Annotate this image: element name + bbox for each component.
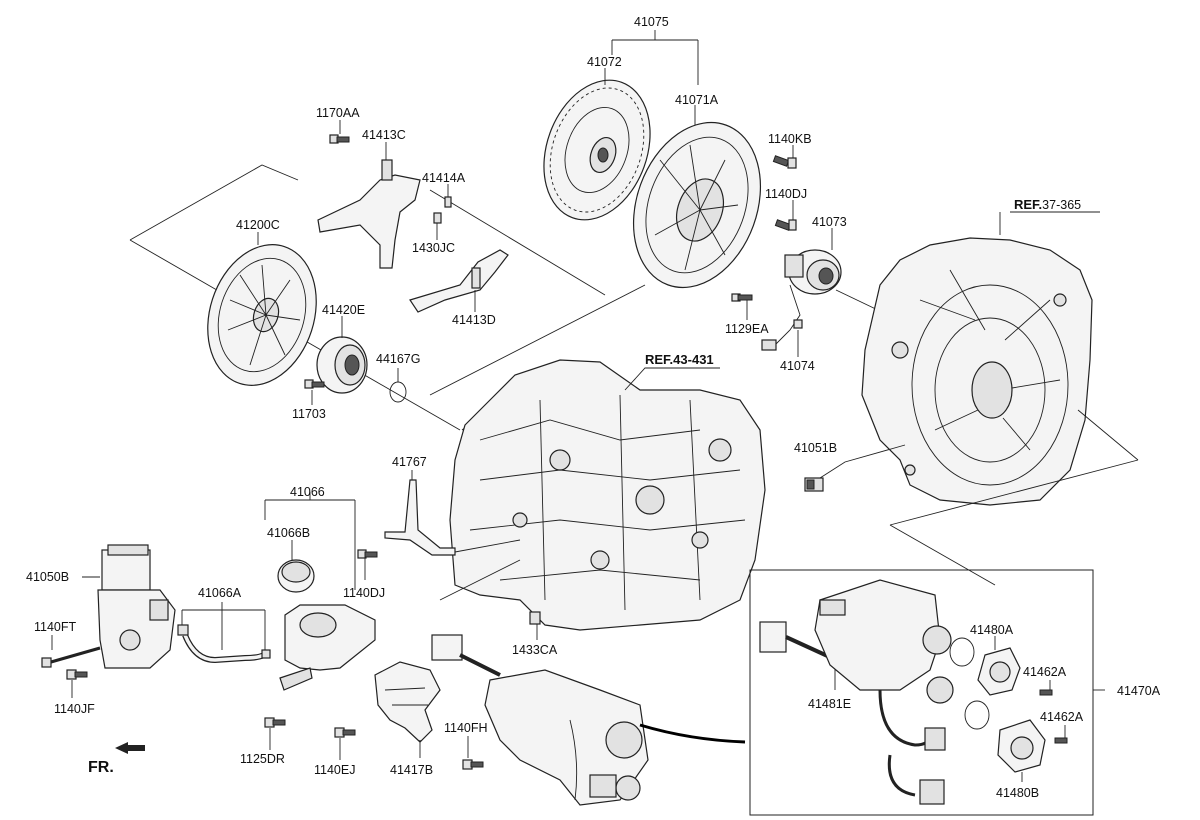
bolt-1140dj-mid[interactable] [357,549,378,559]
dual-clutch-actuator-assembly[interactable] [431,634,746,806]
bracket-41767[interactable] [384,479,456,556]
label-41481E: 41481E [808,697,851,711]
label-41767: 41767 [392,455,427,469]
pin-1430jc[interactable] [433,212,442,224]
bolt-41462a-1[interactable] [1039,689,1053,696]
leader-41051B [819,444,906,479]
bleeder-line-41074[interactable] [761,284,803,351]
label-1140KB: 1140KB [768,132,812,146]
label-1140FT: 1140FT [34,620,77,634]
label-ref-37-365: REF.37-365 [1014,197,1081,212]
label-41414A: 41414A [422,171,466,185]
label-1140DJ-mid: 1140DJ [343,586,385,600]
label-41480A: 41480A [970,623,1014,637]
bolt-1140fh[interactable] [462,759,484,770]
clutch-cover[interactable] [190,230,333,399]
label-41051B: 41051B [794,441,837,455]
label-44167G: 44167G [376,352,420,366]
bolt-1140dj-top[interactable] [774,219,797,231]
fluid-reservoir[interactable] [279,604,376,691]
bolt-1140jf[interactable] [66,669,88,680]
label-41480B: 41480B [996,786,1039,800]
bolt-1140ft[interactable] [41,646,101,668]
concentric-slave-cylinder[interactable] [784,249,842,295]
arrow-left-icon [115,742,145,754]
kit-box-41470a [749,569,1094,816]
label-41073: 41073 [812,215,847,229]
label-1170AA: 1170AA [316,106,360,120]
label-41200C: 41200C [236,218,280,232]
bracket-41066 [264,492,356,590]
plug-41051b[interactable] [804,477,824,492]
label-ref-43-431: REF.43-431 [645,352,714,367]
bolt-1125dr[interactable] [264,717,286,728]
label-41462A-1: 41462A [1023,665,1067,679]
bolt-1129ea[interactable] [731,293,753,302]
transmission-housing-ref-37-365[interactable] [861,237,1093,506]
label-41066A: 41066A [198,586,242,600]
label-11703: 11703 [292,407,326,421]
label-1125DR: 1125DR [240,752,285,766]
o-ring-44167g[interactable] [389,381,407,403]
label-41413D: 41413D [452,313,496,327]
label-1140FH: 1140FH [444,721,488,735]
label-1129EA: 1129EA [725,322,769,336]
label-1430JC: 1430JC [412,241,455,255]
bolt-1140ej[interactable] [334,727,356,738]
label-1140JF: 1140JF [54,702,95,716]
clutch-actuator[interactable] [97,544,176,669]
bolt-1170aa[interactable] [329,134,350,144]
leader-ref43 [624,367,720,391]
label-41071A: 41071A [675,93,719,107]
label-1140EJ: 1140EJ [314,763,355,777]
heat-shield[interactable] [374,661,441,743]
transmission-ref-43-431[interactable] [449,359,766,631]
label-41470A: 41470A [1117,684,1161,698]
label-41462A-2: 41462A [1040,710,1084,724]
label-41074: 41074 [780,359,815,373]
clutch-actuator-unit[interactable] [814,579,954,704]
label-1433CA: 1433CA [512,643,558,657]
reservoir-cap[interactable] [277,559,315,593]
bolt-1140kb[interactable] [772,155,797,169]
ref37-frame-lines [889,409,1139,586]
hose-41066a[interactable] [177,624,271,664]
label-41075: 41075 [634,15,669,29]
plug-1433ca[interactable] [529,611,541,625]
label-41066B: 41066B [267,526,310,540]
pressure-plate[interactable] [612,105,783,306]
label-41050B: 41050B [26,570,69,584]
label-41066: 41066 [290,485,325,499]
label-1140DJ-top: 1140DJ [765,187,807,201]
bolt-41462a-2[interactable] [1054,737,1068,744]
bracket-41075 [611,39,699,85]
label-41420E: 41420E [322,303,365,317]
clutch-disc[interactable] [525,65,668,235]
pin-41414a[interactable] [444,196,452,208]
release-fork[interactable] [317,159,421,269]
motor-41480a[interactable] [949,637,1021,696]
label-41072: 41072 [587,55,622,69]
label-41413C: 41413C [362,128,406,142]
release-lever[interactable] [409,249,509,313]
label-front-direction: FR. [88,759,114,776]
bolt-11703[interactable] [304,379,325,389]
motor-41480b[interactable] [964,700,1046,773]
bracket-41066A [181,602,266,650]
label-41417B: 41417B [390,763,433,777]
ref43-frame-lines [439,539,521,601]
